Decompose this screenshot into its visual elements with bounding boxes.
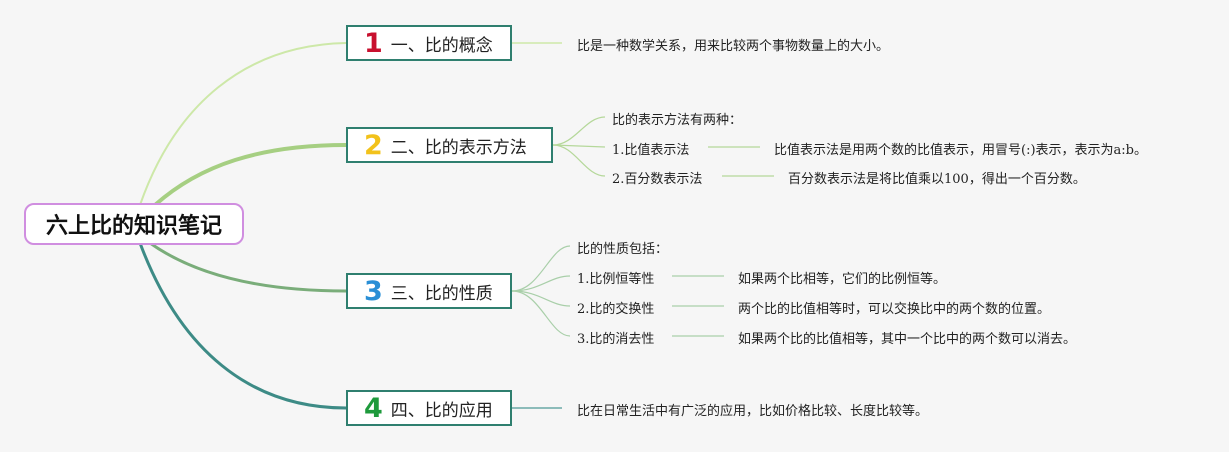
topic-3-intro: 比的性质包括： [577,242,669,257]
leaf-line-3-intro [511,245,571,292]
leaf-line-3-item1 [511,275,571,292]
branch-line-4 [138,242,347,410]
topic-number-1: 1 [364,27,383,59]
topic-node-4[interactable]: 4 四、比的应用 [346,390,512,426]
root-label: 六上比的知识笔记 [45,213,222,239]
topic-2-item-1-name: 1.比值表示法 [612,143,690,158]
topic-3-item-3-name: 3.比的消去性 [577,332,655,347]
topic-number-3: 3 [364,275,383,307]
topic-3-item-3-desc: 如果两个比的比值相等，其中一个比中的两个数可以消去。 [738,332,1077,347]
branch-line-3 [149,241,347,293]
topic-node-2[interactable]: 2 二、比的表示方法 [346,127,553,163]
leaf-line-3-item2 [511,290,571,307]
topic-number-2: 2 [364,129,383,161]
branch-line-1 [139,42,347,206]
topic-3-item-1-desc: 如果两个比相等，它们的比例恒等。 [738,272,947,287]
topic-2-item-2-name: 2.百分数表示法 [612,172,703,187]
topic-label-4: 四、比的应用 [390,400,493,421]
topic-1-detail: 比是一种数学关系，用来比较两个事物数量上的大小。 [577,39,890,54]
topic-3-item-2-desc: 两个比的比值相等时，可以交换比中的两个数的位置。 [738,302,1051,317]
topic-label-1: 一、比的概念 [390,35,493,56]
branch-line-2 [153,143,347,207]
topic-node-3[interactable]: 3 三、比的性质 [346,273,512,309]
topic-2-item-2-desc: 百分数表示法是将比值乘以100，得出一个百分数。 [788,172,1086,187]
topic-3-item-2-name: 2.比的交换性 [577,302,655,317]
root-node[interactable]: 六上比的知识笔记 [24,203,244,245]
topic-2-intro: 比的表示方法有两种： [612,113,743,128]
leaf-line-2-intro [552,116,606,146]
topic-label-3: 三、比的性质 [390,283,493,304]
topic-node-1[interactable]: 1 一、比的概念 [346,25,512,61]
topic-number-4: 4 [364,392,383,424]
leaf-line-3-item3 [511,290,571,337]
topic-3-item-1-name: 1.比例恒等性 [577,272,655,287]
leaf-line-2-item1 [552,144,606,148]
topic-label-2: 二、比的表示方法 [390,137,527,158]
leaf-line-2-item2 [552,144,606,177]
topic-2-item-1-desc: 比值表示法是用两个数的比值表示，用冒号(:)表示，表示为a:b。 [774,143,1147,158]
topic-4-detail: 比在日常生活中有广泛的应用，比如价格比较、长度比较等。 [577,404,929,419]
